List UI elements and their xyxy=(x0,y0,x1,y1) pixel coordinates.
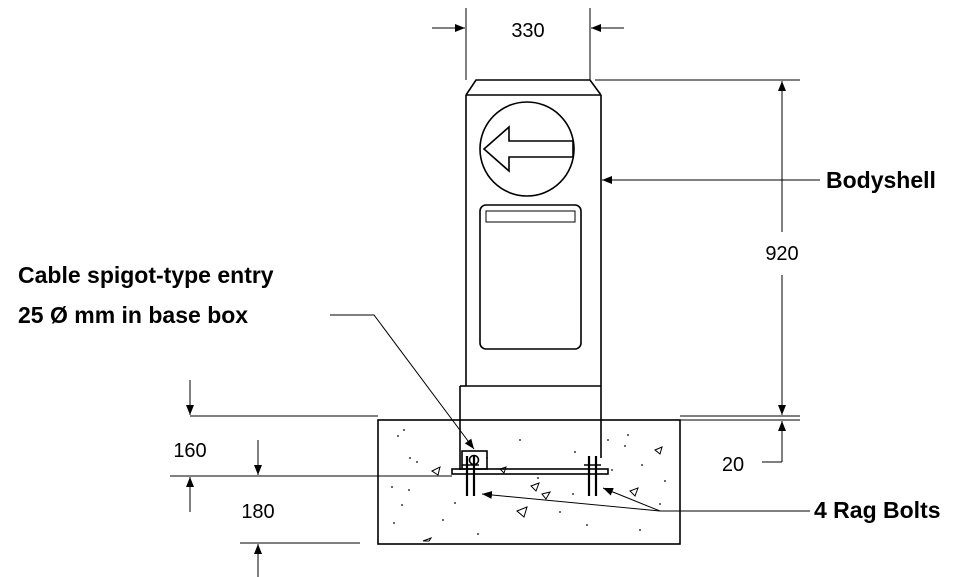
base-plate xyxy=(451,450,609,475)
dimension-width-label: 330 xyxy=(511,20,544,42)
dimension-height: 920 xyxy=(595,79,800,415)
callout-rag-bolts: 4 Rag Bolts xyxy=(481,487,941,523)
cable-entry-label-line1: Cable spigot-type entry xyxy=(18,262,274,288)
rag-bolts-label: 4 Rag Bolts xyxy=(814,497,941,523)
sign-circle xyxy=(479,101,575,197)
bodyshell-label: Bodyshell xyxy=(826,167,936,193)
left-arrow-icon xyxy=(482,125,574,173)
dimension-160-label: 160 xyxy=(173,440,206,462)
concrete-foundation xyxy=(190,415,800,545)
rag-bolt-left xyxy=(462,456,479,496)
dimension-width-top: 330 xyxy=(432,8,624,80)
panel-slot xyxy=(485,210,576,223)
dimension-height-label: 920 xyxy=(765,243,798,265)
body-panel xyxy=(479,204,582,350)
dimension-offset-label: 20 xyxy=(722,454,744,476)
dimension-offset: 20 xyxy=(722,421,786,476)
cable-entry-label-line2: 25 Ø mm in base box xyxy=(18,302,248,328)
callout-bodyshell: Bodyshell xyxy=(602,167,936,193)
dimension-depth: 160 180 xyxy=(170,380,452,577)
dimension-180-label: 180 xyxy=(241,501,274,523)
bollard-body xyxy=(459,79,602,470)
rag-bolt-right xyxy=(584,456,601,496)
callout-cable-entry: Cable spigot-type entry 25 Ø mm in base … xyxy=(18,262,475,450)
